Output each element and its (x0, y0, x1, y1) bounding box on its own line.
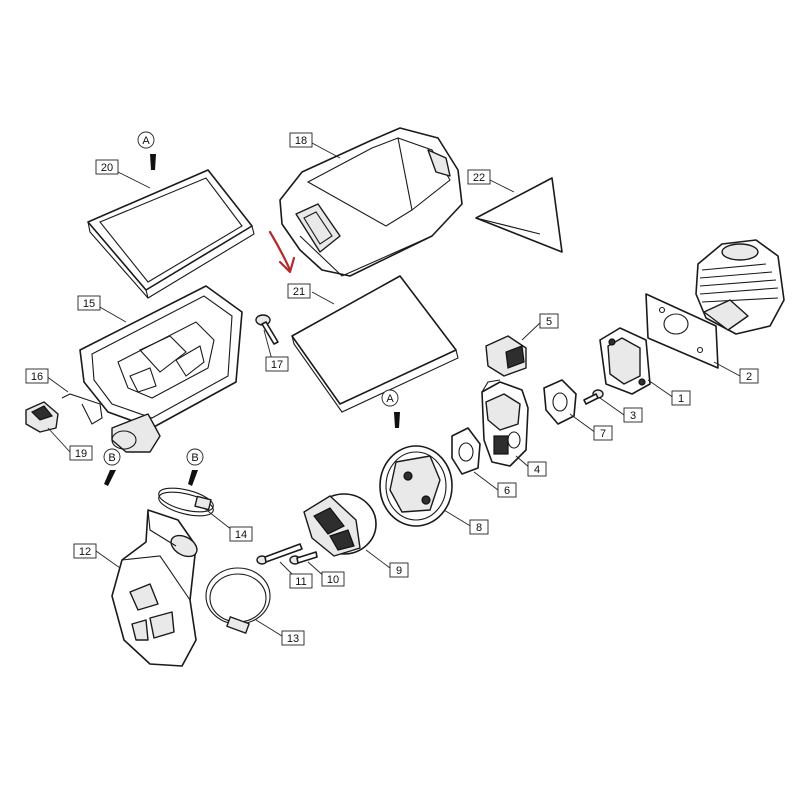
svg-text:22: 22 (473, 172, 485, 184)
svg-text:12: 12 (79, 546, 91, 558)
part-label-20: 20 (95, 159, 119, 175)
svg-text:14: 14 (235, 529, 247, 541)
part-11-bolt (256, 543, 303, 565)
svg-text:21: 21 (293, 286, 305, 298)
highlight-arrow-red (268, 230, 296, 274)
svg-text:20: 20 (101, 162, 113, 174)
ref-marker-b-right: B (186, 448, 204, 486)
ref-marker-b-left: B (103, 448, 121, 486)
part-14-hose-clamp (158, 487, 214, 517)
part-label-1: 1 (671, 390, 691, 406)
part-label-14: 14 (229, 526, 253, 542)
part-1-intake-manifold (599, 327, 651, 395)
part-label-2: 2 (739, 368, 759, 384)
svg-text:2: 2 (746, 371, 752, 383)
part-label-15: 15 (77, 295, 101, 311)
svg-text:15: 15 (83, 298, 95, 310)
part-label-5: 5 (539, 313, 559, 329)
svg-text:11: 11 (295, 576, 306, 588)
part-7-gasket (543, 379, 577, 425)
part-label-17: 17 (265, 356, 289, 372)
part-21-filter-pad (291, 275, 459, 413)
part-label-10: 10 (321, 571, 345, 587)
svg-text:9: 9 (396, 565, 402, 577)
part-labels: 20 18 22 21 15 17 16 19 14 12 13 11 10 9… (25, 132, 759, 646)
cylinder-engine-block (695, 239, 785, 335)
svg-text:17: 17 (271, 359, 283, 371)
ref-label-b: B (191, 452, 198, 464)
svg-text:4: 4 (534, 464, 540, 476)
ref-label-b: B (108, 452, 115, 464)
part-8-base-plate (379, 445, 453, 527)
ref-label-a: A (142, 135, 150, 147)
svg-text:10: 10 (327, 574, 339, 586)
part-9-adapter (303, 493, 377, 557)
part-label-19: 19 (69, 445, 93, 461)
part-label-6: 6 (497, 482, 517, 498)
part-3-screw (583, 389, 604, 405)
svg-text:6: 6 (504, 485, 510, 497)
part-17-screw (255, 314, 279, 345)
svg-text:16: 16 (31, 371, 43, 383)
ref-marker-a-lower: A (381, 389, 400, 428)
part-13-band-clamp (205, 567, 271, 634)
svg-text:5: 5 (546, 316, 552, 328)
part-label-7: 7 (593, 425, 613, 441)
part-label-12: 12 (73, 543, 97, 559)
part-18-air-filter-cover (279, 127, 463, 277)
part-2-heat-shield (645, 293, 719, 369)
part-label-18: 18 (289, 132, 313, 148)
part-4-carburetor (481, 379, 529, 467)
svg-text:18: 18 (295, 135, 307, 147)
part-label-4: 4 (527, 461, 547, 477)
svg-text:8: 8 (476, 522, 482, 534)
part-20-filter-element (87, 169, 255, 299)
part-16-clip (61, 393, 103, 425)
svg-text:1: 1 (678, 393, 684, 405)
part-15-filter-housing (79, 285, 243, 453)
part-12-intake-boot (111, 509, 198, 667)
part-label-13: 13 (281, 630, 305, 646)
part-label-16: 16 (25, 368, 49, 384)
ref-marker-a-top: A (137, 131, 156, 170)
part-10-screw (289, 551, 318, 565)
part-5-primer (485, 335, 527, 377)
part-6-gasket (451, 427, 481, 475)
svg-text:19: 19 (75, 448, 87, 460)
part-label-3: 3 (623, 407, 643, 423)
leader-lines (45, 142, 741, 637)
svg-text:7: 7 (600, 428, 606, 440)
svg-text:13: 13 (287, 633, 299, 645)
part-22-foam-sheet (475, 177, 563, 253)
part-label-22: 22 (467, 169, 491, 185)
svg-text:3: 3 (630, 410, 636, 422)
part-label-9: 9 (389, 562, 409, 578)
part-label-11: 11 (289, 573, 313, 589)
part-label-8: 8 (469, 519, 489, 535)
ref-label-a: A (386, 393, 394, 405)
part-19-latch (25, 401, 59, 433)
part-label-21: 21 (287, 283, 311, 299)
